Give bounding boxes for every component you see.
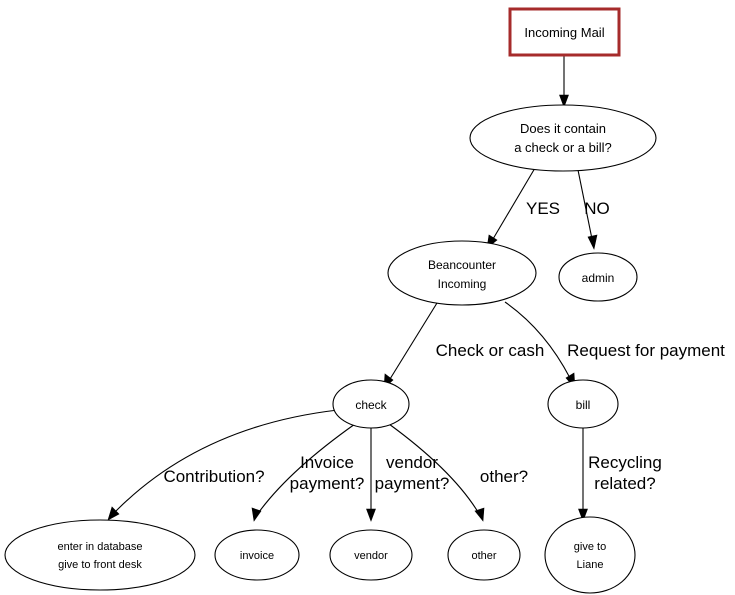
edge-line [504,301,571,379]
node-give-to-liane-label-line2: Liane [577,559,604,571]
node-does-it-contain[interactable]: Does it contain a check or a bill? [469,104,657,172]
edge-label-vendor-payment-line2: payment? [375,474,450,493]
node-check-label: check [355,398,387,412]
edge-line [258,423,356,513]
arrow-head-icon [578,508,588,522]
node-vendor-ellipse[interactable] [329,529,413,581]
edge-decision-to-beancounter: YES [486,167,560,249]
edge-label-yes: YES [526,199,560,218]
edge-label-recycling-line1: Recycling [588,453,662,472]
edge-line [492,167,536,240]
node-other-ellipse[interactable] [447,529,521,581]
node-incoming-mail-box[interactable] [508,7,621,57]
arrow-head-icon [474,507,485,522]
edge-line [388,423,479,513]
node-vendor[interactable]: vendor [329,529,413,581]
node-invoice-ellipse[interactable] [214,529,300,581]
node-incoming-mail-label: Incoming Mail [524,25,604,40]
node-enter-in-database[interactable]: enter in database give to front desk [4,519,196,591]
node-beancounter-incoming-ellipse[interactable] [387,240,537,306]
node-enter-in-database-ellipse[interactable] [4,519,196,591]
arrow-head-icon [251,507,262,522]
node-check[interactable]: check [332,379,410,429]
node-does-it-contain-label-line1: Does it contain [520,121,606,136]
node-invoice-label: invoice [240,550,274,562]
edge-label-check-or-cash: Check or cash [436,341,545,360]
node-incoming-mail[interactable]: Incoming Mail [508,7,621,57]
node-other-label: other [471,550,496,562]
edge-check-to-enter-in-database: Contribution? [107,409,339,521]
node-beancounter-incoming-label-line2: Incoming [438,277,487,291]
node-admin[interactable]: admin [558,252,638,302]
node-give-to-liane-label-line1: give to [574,541,606,553]
edge-label-recycling-line2: related? [594,474,655,493]
edge-line [389,302,438,380]
node-invoice[interactable]: invoice [214,529,300,581]
edge-bill-to-give-to-liane: Recycling related? [578,426,662,522]
node-beancounter-incoming-label-line1: Beancounter [428,258,496,272]
node-check-ellipse[interactable] [332,379,410,429]
edge-line [577,169,593,240]
node-enter-in-database-label-line1: enter in database [57,541,142,553]
edge-decision-to-admin: NO [577,169,610,250]
edge-label-invoice-payment-line2: payment? [290,474,365,493]
edge-label-no: NO [584,199,610,218]
node-give-to-liane-ellipse[interactable] [544,516,636,594]
node-other[interactable]: other [447,529,521,581]
edge-check-to-other: other? [388,423,528,522]
node-bill[interactable]: bill [547,379,619,429]
node-enter-in-database-label-line2: give to front desk [58,559,142,571]
edge-label-request-for-payment: Request for payment [567,341,725,360]
node-give-to-liane[interactable]: give to Liane [544,516,636,594]
node-admin-ellipse[interactable] [558,252,638,302]
edge-label-contribution: Contribution? [163,467,264,486]
edge-check-to-vendor: vendor payment? [366,426,450,522]
edge-line [114,409,339,513]
node-bill-ellipse[interactable] [547,379,619,429]
edge-beancounter-to-check: Check or cash [383,302,545,389]
arrow-head-icon [587,234,598,250]
edge-label-invoice-payment-line1: Invoice [300,453,354,472]
arrow-head-icon [366,508,376,522]
node-vendor-label: vendor [354,550,388,562]
edge-label-other: other? [480,467,528,486]
node-does-it-contain-label-line2: a check or a bill? [514,140,612,155]
node-does-it-contain-ellipse[interactable] [469,104,657,172]
node-admin-label: admin [582,271,615,285]
edge-check-to-invoice: Invoice payment? [251,423,365,522]
arrow-head-icon [107,506,120,521]
edge-label-vendor-payment-line1: vendor [386,453,438,472]
node-bill-label: bill [576,398,591,412]
edge-incoming-mail-to-decision [559,56,569,108]
node-beancounter-incoming[interactable]: Beancounter Incoming [387,240,537,306]
arrow-head-icon [559,94,569,108]
